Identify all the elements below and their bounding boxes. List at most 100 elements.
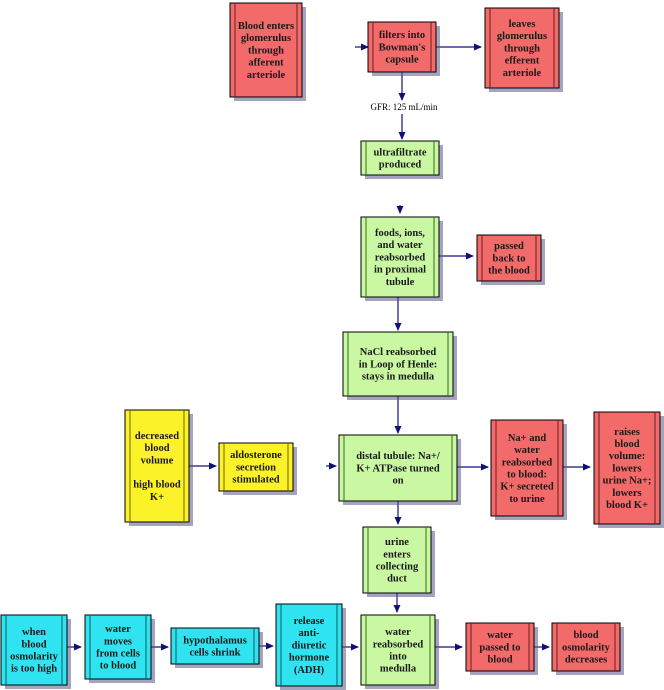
box-line: urine Na+;: [603, 476, 652, 487]
box-line: glomerulus: [241, 33, 291, 44]
box-line: volume: [141, 455, 174, 466]
box-line: release: [294, 616, 325, 627]
box-line: blood: [487, 655, 512, 666]
box-line: aldosterone: [230, 450, 282, 461]
box-label-distal: distal tubule: Na+/K+ ATPase turned on: [356, 451, 441, 486]
box-line: hypothalamus: [183, 635, 247, 646]
box-line: distal tubule: Na+/: [356, 451, 441, 462]
box-line: from cells: [96, 649, 140, 660]
box-hypothalamus: hypothalamus cells shrink: [170, 627, 263, 668]
box-line: urine: [385, 537, 409, 548]
box-line: efferent: [505, 56, 540, 67]
box-line: arteriole: [503, 68, 542, 79]
box-line: when: [22, 627, 46, 638]
box-line: filters into: [379, 30, 425, 41]
box-line: Blood enters: [238, 21, 294, 32]
box-line: diuretic: [292, 640, 327, 651]
box-ultrafiltrate: ultrafiltrate produced: [360, 140, 443, 179]
box-line: blood: [144, 443, 169, 454]
box-line: tubule: [386, 277, 415, 288]
box-line: secretion: [236, 462, 276, 473]
box-line: on: [392, 476, 403, 487]
box-line: collecting: [376, 562, 419, 573]
box-line: ultrafiltrate: [373, 147, 426, 158]
box-line: NaCl reabsorbed: [360, 347, 437, 358]
box-line: glomerulus: [497, 31, 547, 42]
box-line: in Loop of Henle:: [359, 359, 437, 370]
box-line: into: [389, 652, 407, 663]
box-label-hypothalamus: hypothalamus cells shrink: [183, 635, 247, 658]
box-line: blood: [614, 439, 639, 450]
box-line: the blood: [488, 266, 530, 277]
box-line: hormone: [289, 653, 330, 664]
box-line: osmolarity: [10, 652, 59, 663]
box-line: passed: [494, 241, 524, 252]
box-line: lowers: [612, 463, 641, 474]
box-line: afferent: [248, 58, 284, 69]
box-distal: distal tubule: Na+/K+ ATPase turned on: [338, 434, 461, 505]
box-line: anti-: [299, 628, 321, 639]
box-line: K+ ATPase turned: [356, 463, 440, 474]
box-line: capsule: [385, 55, 419, 66]
box-line: Bowman's: [379, 42, 426, 53]
box-line: medulla: [380, 664, 417, 675]
box-line: K+: [150, 492, 164, 503]
box-line: blood: [21, 639, 46, 650]
box-line: reabsorbed: [373, 639, 424, 650]
box-line: (ADH): [294, 665, 325, 676]
box-line: leaves: [509, 19, 536, 30]
box-line: moves: [104, 636, 132, 647]
box-line: stimulated: [232, 475, 279, 486]
box-line: enters: [383, 549, 410, 560]
box-line: water: [514, 445, 540, 456]
box-line: water: [105, 624, 131, 635]
box-line: through: [504, 43, 540, 54]
box-line: reabsorbed: [502, 457, 553, 468]
box-line: blood K+: [606, 500, 648, 511]
arrows: [67, 43, 591, 651]
box-line: to blood: [100, 661, 137, 672]
box-line: raises: [614, 427, 640, 438]
box-line: osmolarity: [562, 642, 611, 653]
box-line: back to: [493, 253, 526, 264]
box-line: blood: [573, 630, 598, 641]
box-line: to blood:: [507, 470, 547, 481]
box-line: decreases: [565, 655, 607, 666]
box-line: volume:: [609, 451, 645, 462]
box-line: cells shrink: [189, 648, 240, 659]
box-line: produced: [379, 160, 422, 171]
box-line: reabsorbed: [375, 252, 426, 263]
box-line: foods, ions,: [375, 228, 425, 239]
box-line: through: [248, 45, 284, 56]
box-line: lowers: [612, 488, 641, 499]
gfr-label: GFR: 125 mL/min: [370, 102, 438, 112]
